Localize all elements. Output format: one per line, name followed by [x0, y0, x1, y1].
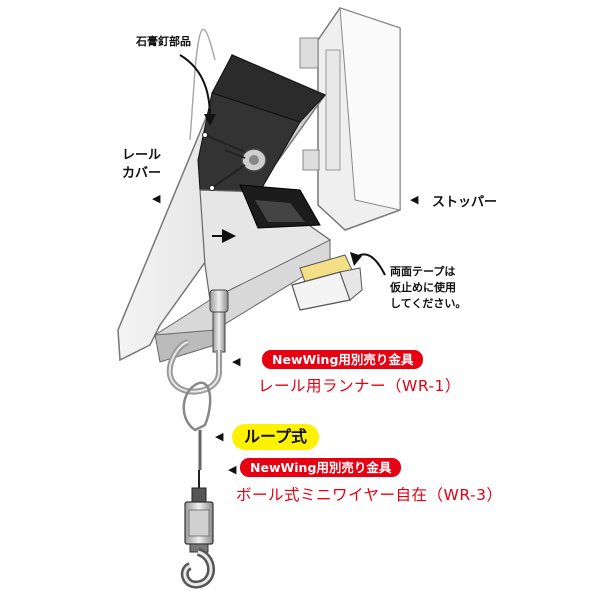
wire-title: ボール式ミニワイヤー自在（WR-3） — [236, 486, 503, 504]
tape-pointer-head — [350, 252, 362, 266]
rail-cover-label-line1: レール — [122, 148, 162, 163]
slot-arrow — [222, 229, 236, 243]
nail-pointer-line — [179, 54, 211, 119]
tape-note-line1: 両面テープは — [390, 265, 456, 278]
wire-adjuster — [180, 487, 215, 589]
loop-pill: ループ式 — [232, 424, 320, 450]
runner-arrow-icon: ◀ — [232, 355, 241, 368]
tape-stopper — [291, 254, 363, 311]
wire-arrow-icon: ◀ — [228, 463, 237, 476]
plasterboard-nail-label: 石膏釘部品 — [136, 35, 191, 48]
stopper-block — [299, 7, 401, 231]
tape-note-line3: してください。 — [390, 297, 467, 310]
tape-note: 両面テープは 仮止めに使用 してください。 — [390, 264, 466, 312]
stopper-arrow-icon: ◀ — [410, 193, 419, 206]
wire-loop — [182, 381, 212, 502]
loop-arrow-icon: ◀ — [215, 430, 224, 443]
tape-note-line2: 仮止めに使用 — [390, 281, 456, 294]
rail-runner-hook — [166, 289, 229, 395]
nail-pointer-head — [204, 114, 216, 126]
stopper-label: ストッパー — [432, 195, 498, 210]
rail-cover-arrow-icon: ◀ — [152, 192, 161, 205]
plasterboard-nail-part — [202, 132, 267, 191]
runner-badge: NewWing用別売り金具 — [262, 350, 424, 369]
runner-title: レール用ランナー（WR-1） — [258, 377, 461, 395]
wire-badge: NewWing用別売り金具 — [240, 458, 402, 477]
rail-cover-label-line2: カバー — [122, 166, 162, 181]
picture-wire — [189, 28, 216, 141]
